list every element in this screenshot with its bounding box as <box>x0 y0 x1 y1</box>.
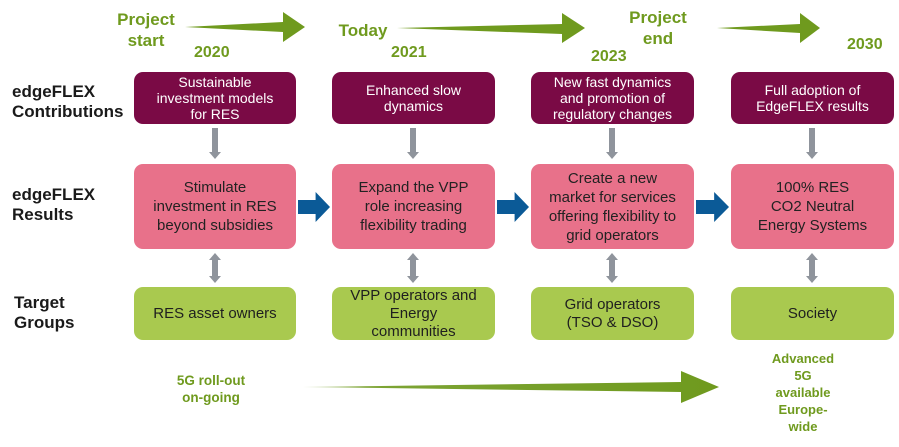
box-line: 100% RES <box>775 179 850 196</box>
timeline-arrow-2 <box>397 13 585 43</box>
box-line: offering flexibility to <box>548 207 677 225</box>
contribution-box-2: Enhanced slow dynamics <box>332 72 495 124</box>
down-arrow-icon <box>209 128 221 159</box>
box-line: role increasing <box>364 198 463 215</box>
bidirectional-arrow-icon <box>209 253 221 283</box>
box-line: communities <box>371 322 456 340</box>
box-line: Grid operators <box>564 295 661 313</box>
five-g-end-line: 5G <box>794 368 812 383</box>
box-line: Full adoption of <box>764 82 861 98</box>
five-g-end-line: Europe- <box>778 402 828 417</box>
box-line: investment models <box>156 90 274 106</box>
box-line: regulatory changes <box>552 106 673 122</box>
box-line: VPP operators and <box>350 286 477 304</box>
year-2020: 2020 <box>194 44 230 61</box>
box-line: flexibility trading <box>360 217 467 234</box>
box-line: Sustainable <box>178 74 252 90</box>
row-label-line2: Groups <box>14 313 75 332</box>
five-g-arrow <box>303 371 719 403</box>
milestone-label-line1: Project <box>117 10 175 29</box>
timeline-arrow-shape <box>717 13 820 43</box>
row-label-line2: Results <box>12 205 74 224</box>
box-line: market for services <box>549 188 676 206</box>
five-g-start-line2: on-going <box>182 390 240 405</box>
target-box-3: Grid operators (TSO & DSO) <box>531 287 694 340</box>
box-line: Expand the VPP <box>358 179 469 196</box>
contribution-box-4: Full adoption of EdgeFLEX results <box>731 72 894 124</box>
bidirectional-arrow-icon <box>606 253 618 283</box>
five-g-end-line: wide <box>788 419 818 434</box>
box-line: for RES <box>190 106 240 122</box>
result-box-1: Stimulate investment in RES beyond subsi… <box>134 164 296 249</box>
five-g-end-line: available <box>775 385 831 400</box>
down-arrow-icon <box>806 128 818 159</box>
box-line: dynamics <box>383 98 444 114</box>
milestone-project-start: Project start <box>108 9 184 51</box>
box-line: EdgeFLEX results <box>756 98 869 114</box>
target-box-2: VPP operators and Energy communities <box>332 287 495 340</box>
bidirectional-arrow-icon <box>407 253 419 283</box>
down-arrow-icon <box>407 128 419 159</box>
five-g-start-line1: 5G roll-out <box>176 373 246 388</box>
row-label-line2: Contributions <box>12 102 124 121</box>
box-line: Society <box>787 304 838 322</box>
flow-arrow-icon <box>298 192 330 222</box>
contribution-box-3: New fast dynamics and promotion of regul… <box>531 72 694 124</box>
year-2030: 2030 <box>847 36 883 53</box>
timeline-arrow-1 <box>185 12 305 42</box>
row-label-targets: Target Groups <box>14 293 74 333</box>
row-label-results: edgeFLEX Results <box>12 185 95 225</box>
flow-arrow-icon <box>696 192 729 222</box>
timeline-arrow-3 <box>717 13 820 43</box>
milestone-today: Today <box>330 20 396 41</box>
timeline-arrow-shape <box>185 12 305 42</box>
box-line: Energy <box>389 304 438 322</box>
row-label-contributions: edgeFLEX Contributions <box>12 82 123 122</box>
box-line: Energy Systems <box>757 217 868 234</box>
result-box-4: 100% RES CO2 Neutral Energy Systems <box>731 164 894 249</box>
five-g-arrow-shape <box>303 371 719 403</box>
milestone-label-line2: end <box>642 29 674 48</box>
row-label-line1: Target <box>14 293 65 312</box>
box-line: Enhanced slow <box>366 82 461 98</box>
five-g-end-line: Advanced <box>771 351 835 366</box>
milestone-project-end: Project end <box>620 7 696 49</box>
box-line: RES asset owners <box>153 304 277 322</box>
down-arrow-icon <box>606 128 618 159</box>
five-g-start-label: 5G roll-out on-going <box>166 372 256 406</box>
result-box-3: Create a new market for services offerin… <box>531 164 694 249</box>
contribution-box-1: Sustainable investment models for RES <box>134 72 296 124</box>
box-line: investment in RES <box>153 198 277 215</box>
target-box-1: RES asset owners <box>134 287 296 340</box>
box-line: (TSO & DSO) <box>566 313 659 331</box>
box-line: Create a new <box>567 169 658 187</box>
year-2021: 2021 <box>391 44 427 61</box>
row-label-line1: edgeFLEX <box>12 185 96 204</box>
five-g-end-label: Advanced 5G available Europe- wide <box>768 350 838 435</box>
box-line: and promotion of <box>559 90 666 106</box>
milestone-label-line2: start <box>127 31 165 50</box>
box-line: grid operators <box>566 226 659 244</box>
result-box-2: Expand the VPP role increasing flexibili… <box>332 164 495 249</box>
flow-arrow-icon <box>497 192 529 222</box>
bidirectional-arrow-icon <box>806 253 818 283</box>
row-label-line1: edgeFLEX <box>12 82 96 101</box>
milestone-label-line1: Today <box>338 21 388 40</box>
year-2023: 2023 <box>591 48 627 65</box>
box-line: Stimulate <box>183 179 247 196</box>
box-line: CO2 Neutral <box>770 198 855 215</box>
box-line: beyond subsidies <box>157 217 273 234</box>
timeline-arrow-shape <box>397 13 585 43</box>
target-box-4: Society <box>731 287 894 340</box>
milestone-label-line1: Project <box>629 8 687 27</box>
box-line: New fast dynamics <box>553 74 672 90</box>
